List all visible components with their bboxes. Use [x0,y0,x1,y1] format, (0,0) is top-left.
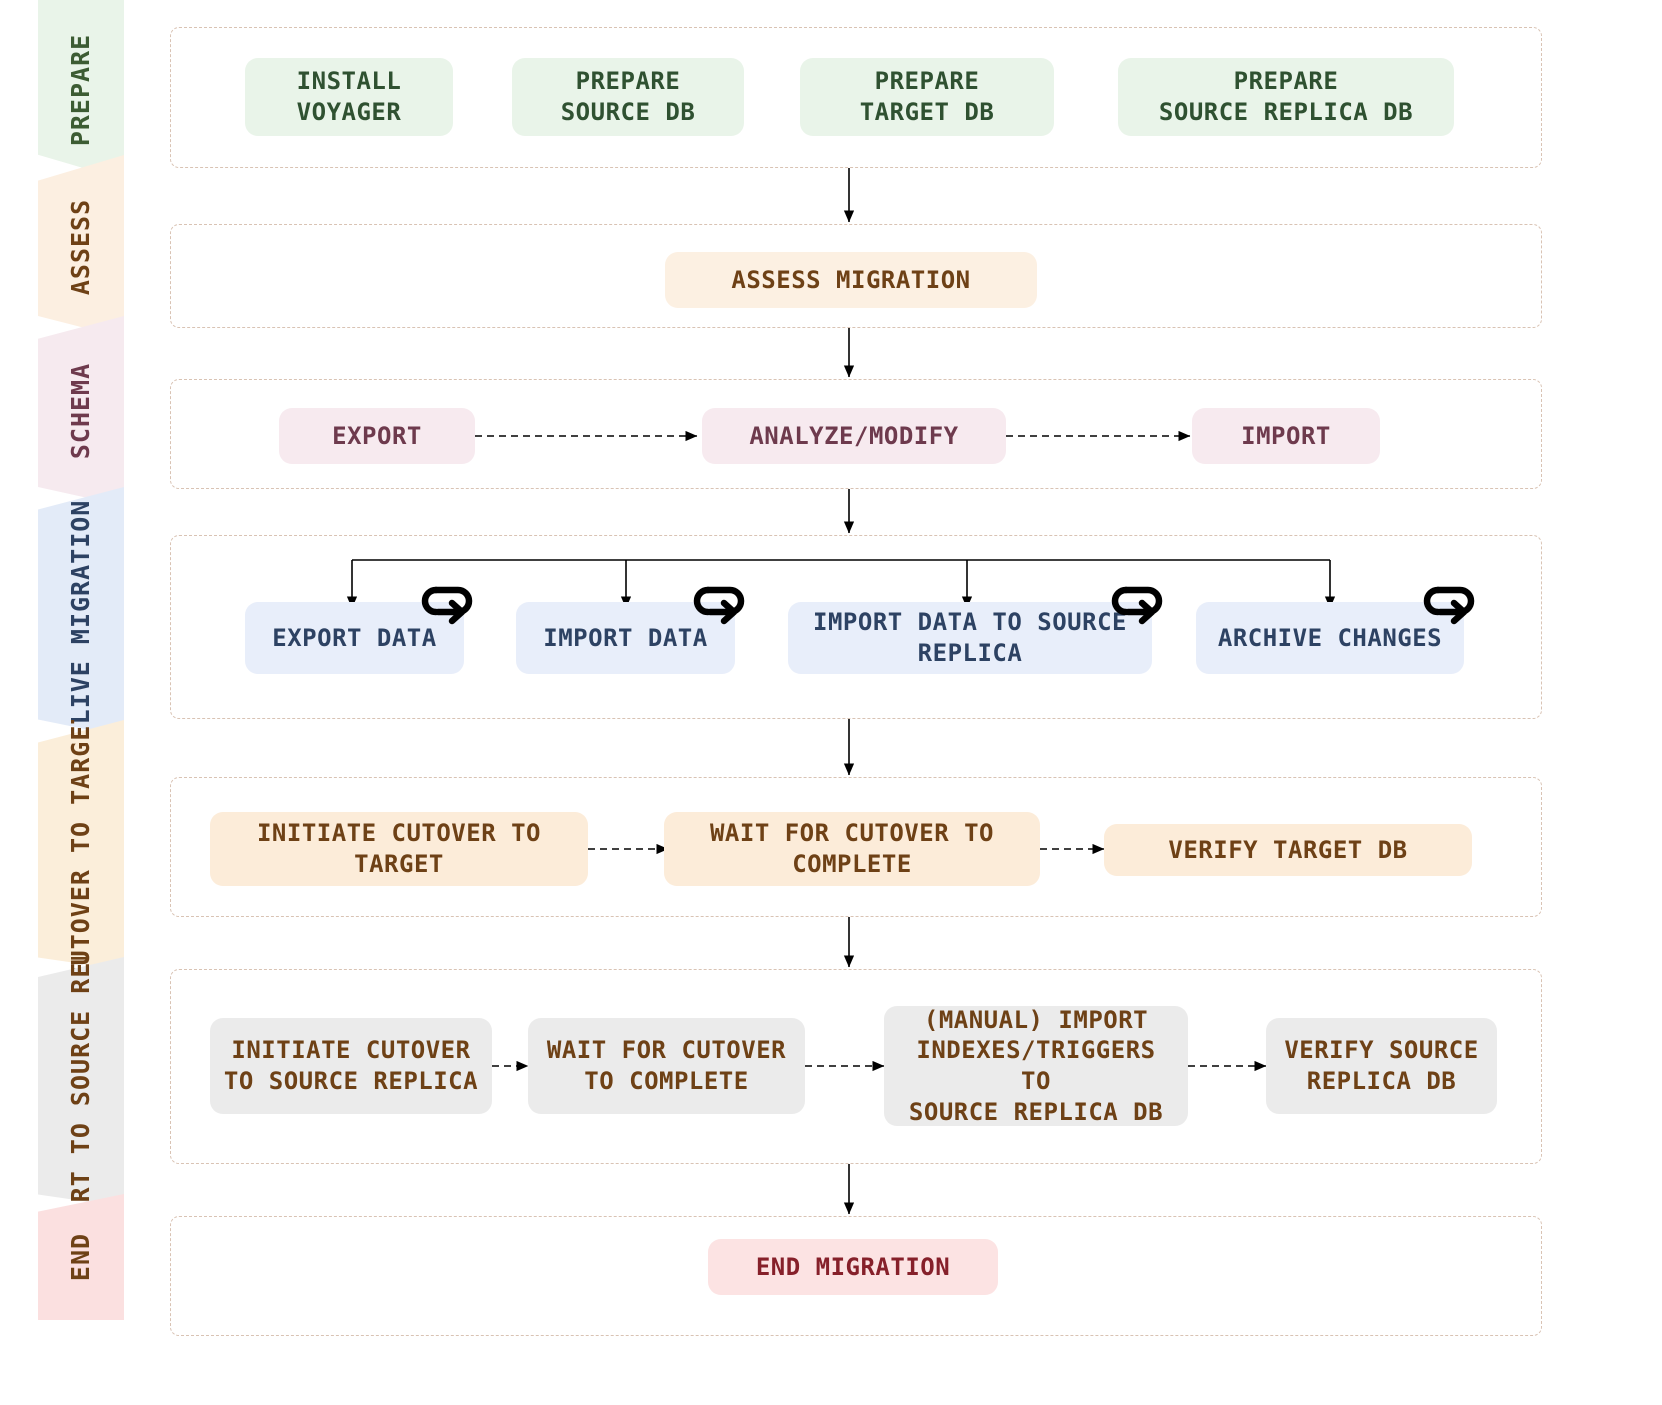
phase-rail: PREPARE ASSESS SCHEMA LIVE MIGRATION CUT… [38,0,124,1320]
phase-band-schema-fill [38,316,124,506]
node-import-data-to-source-replica[interactable]: IMPORT DATA TO SOURCE REPLICA [788,602,1152,674]
phase-band-prepare-label: PREPARE [66,33,95,147]
loop-icon-export-data [420,578,478,626]
phase-container-live [170,535,1542,719]
node-wait-for-cutover-to-complete-replica[interactable]: WAIT FOR CUTOVER TO COMPLETE [528,1018,805,1114]
node-wait-for-cutover-to-complete-target[interactable]: WAIT FOR CUTOVER TO COMPLETE [664,812,1040,886]
phase-band-prepare: PREPARE [38,0,124,180]
phase-band-convert-to-source-replica-label: CONVERT TO SOURCE REPLICA [66,957,95,1207]
node-verify-target-db[interactable]: VERIFY TARGET DB [1104,824,1472,876]
phase-band-end: END [38,1194,124,1320]
node-schema-import[interactable]: IMPORT [1192,408,1380,464]
phase-band-prepare-fill [38,0,124,180]
phase-band-end-fill [38,1194,124,1320]
phase-container-schema [170,379,1542,489]
phase-container-assess [170,224,1542,328]
node-schema-export[interactable]: EXPORT [279,408,475,464]
phase-container-end [170,1216,1542,1336]
phase-container-prepare [170,27,1542,168]
loop-icon-archive-changes [1422,578,1480,626]
node-end-migration[interactable]: END MIGRATION [708,1239,998,1295]
phase-band-assess: ASSESS [38,155,124,338]
node-prepare-source-replica-db[interactable]: PREPARE SOURCE REPLICA DB [1118,58,1454,136]
node-prepare-source-db[interactable]: PREPARE SOURCE DB [512,58,744,136]
phase-band-cutover-to-target: CUTOVER TO TARGET [38,720,124,970]
phase-band-cutover-to-target-fill [38,720,124,970]
node-archive-changes[interactable]: ARCHIVE CHANGES [1196,602,1464,674]
phase-band-live-migration-fill [38,487,124,737]
phase-container-cutover [170,777,1542,917]
phase-container-convert [170,969,1542,1164]
phase-band-convert-to-source-replica-fill [38,957,124,1207]
node-export-data[interactable]: EXPORT DATA [245,602,464,674]
node-verify-source-replica-db[interactable]: VERIFY SOURCE REPLICA DB [1266,1018,1497,1114]
phase-band-schema: SCHEMA [38,316,124,506]
phase-band-assess-label: ASSESS [66,198,95,295]
node-install-voyager[interactable]: INSTALL VOYAGER [245,58,453,136]
node-initiate-cutover-to-target[interactable]: INITIATE CUTOVER TO TARGET [210,812,588,886]
node-manual-import-indexes-triggers[interactable]: (MANUAL) IMPORT INDEXES/TRIGGERS TO SOUR… [884,1006,1188,1126]
node-schema-analyze-modify[interactable]: ANALYZE/MODIFY [702,408,1006,464]
loop-icon-import-data [692,578,750,626]
node-prepare-target-db[interactable]: PREPARE TARGET DB [800,58,1054,136]
node-assess-migration[interactable]: ASSESS MIGRATION [665,252,1037,308]
phase-band-convert-to-source-replica: CONVERT TO SOURCE REPLICA [38,957,124,1207]
loop-icon-import-data-to-source-replica [1110,578,1168,626]
phase-band-assess-fill [38,155,124,338]
node-import-data[interactable]: IMPORT DATA [516,602,735,674]
phase-band-live-migration: LIVE MIGRATION [38,487,124,737]
phase-band-schema-label: SCHEMA [66,362,95,460]
node-initiate-cutover-to-source-replica[interactable]: INITIATE CUTOVER TO SOURCE REPLICA [210,1018,492,1114]
phase-band-live-migration-label: LIVE MIGRATION [66,499,95,725]
phase-band-cutover-to-target-label: CUTOVER TO TARGET [66,720,95,970]
phase-band-end-label: END [66,1232,95,1282]
